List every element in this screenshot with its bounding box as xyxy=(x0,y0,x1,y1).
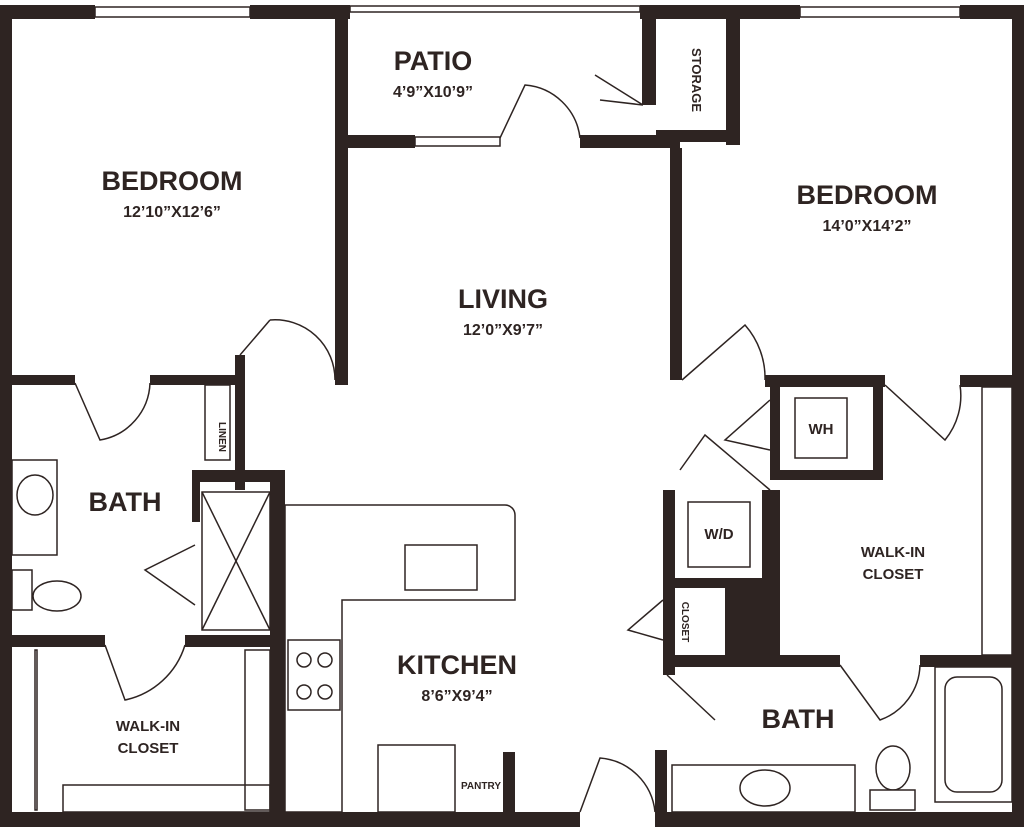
walkin-right-line1: WALK-IN xyxy=(861,544,925,561)
living-dims: 12’0”X9’7” xyxy=(463,322,543,339)
bedroom-right-dims: 14’0”X14’2” xyxy=(823,218,912,235)
room-labels: PATIO 4’9”X10’9” STORAGE BEDROOM 12’10”X… xyxy=(89,46,938,792)
patio-dims: 4’9”X10’9” xyxy=(393,84,473,101)
linen-label: LINEN xyxy=(216,422,227,452)
pantry-label: PANTRY xyxy=(461,781,501,792)
bath-left-label: BATH xyxy=(89,487,162,517)
bedroom-right-label: BEDROOM xyxy=(797,180,938,210)
bath-right-label: BATH xyxy=(762,704,835,734)
wd-label: W/D xyxy=(704,526,733,543)
fixtures xyxy=(11,74,1013,813)
wh-label: WH xyxy=(809,421,834,438)
walkin-left-line2: CLOSET xyxy=(118,740,179,757)
walkin-left-line1: WALK-IN xyxy=(116,718,180,735)
storage-label: STORAGE xyxy=(689,48,704,112)
walkin-right-line2: CLOSET xyxy=(863,566,924,583)
patio-label: PATIO xyxy=(394,46,473,76)
walls xyxy=(0,5,1024,827)
kitchen-dims: 8’6”X9’4” xyxy=(421,688,492,705)
closet-label: CLOSET xyxy=(679,602,690,643)
bedroom-left-dims: 12’10”X12’6” xyxy=(123,204,221,221)
living-label: LIVING xyxy=(458,284,548,314)
bedroom-left-label: BEDROOM xyxy=(102,166,243,196)
kitchen-label: KITCHEN xyxy=(397,650,517,680)
